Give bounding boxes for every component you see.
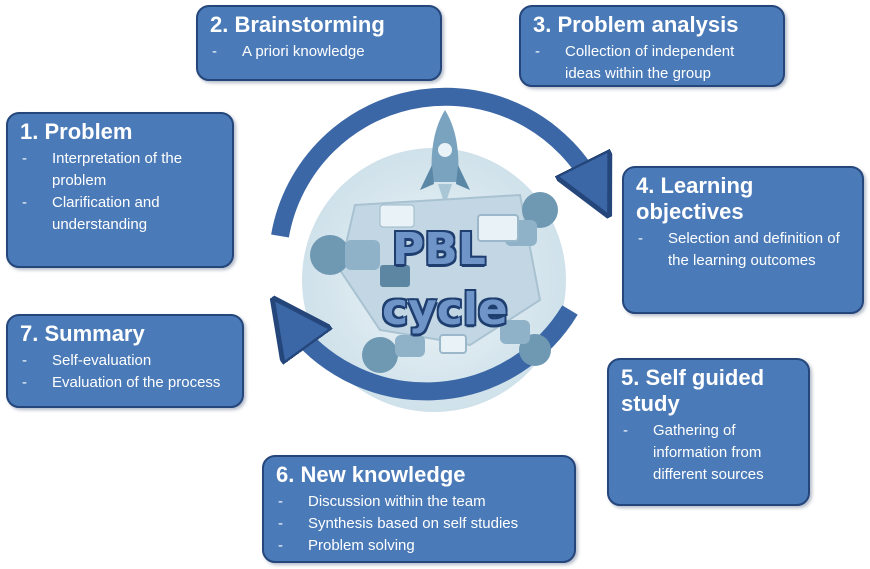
step-title: 1. Problem: [20, 119, 133, 144]
step-item: Self-evaluation: [20, 350, 232, 372]
step-item: Gathering of information from different …: [621, 420, 798, 486]
step-box-learning-objectives: 4. Learning objectives Selection and def…: [622, 166, 864, 314]
cycle-arrow-top: [271, 87, 596, 238]
step-box-new-knowledge: 6. New knowledge Discussion within the t…: [262, 455, 576, 563]
step-box-problem-analysis: 3. Problem analysis Collection of indepe…: [519, 5, 785, 87]
step-box-summary: 7. Summary Self-evaluation Evaluation of…: [6, 314, 244, 408]
step-item: Clarification and understanding: [20, 192, 222, 236]
step-box-self-guided-study: 5. Self guided study Gathering of inform…: [607, 358, 810, 506]
step-item: Interpretation of the problem: [20, 148, 222, 192]
center-label-line2: cycle: [382, 284, 508, 335]
step-title: 2. Brainstorming: [210, 12, 385, 37]
laptop-icon: [380, 214, 519, 354]
step-title: 3. Problem analysis: [533, 12, 739, 37]
step-item: Synthesis based on self studies: [276, 513, 564, 535]
step-item: Evaluation of the process: [20, 372, 232, 394]
center-label-line1: PBL: [392, 224, 486, 275]
step-item: Selection and definition of the learning…: [636, 228, 852, 272]
step-box-problem: 1. Problem Interpretation of the problem…: [6, 112, 234, 268]
step-title: 6. New knowledge: [276, 462, 466, 487]
rocket-icon: [420, 110, 470, 205]
step-item: A priori knowledge: [210, 41, 430, 63]
step-item: Collection of independent ideas within t…: [533, 41, 773, 85]
step-title: 4. Learning objectives: [636, 173, 754, 224]
step-item: Discussion within the team: [276, 491, 564, 513]
step-item: Problem solving: [276, 535, 564, 557]
step-title: 7. Summary: [20, 321, 145, 346]
step-box-brainstorming: 2. Brainstorming A priori knowledge: [196, 5, 442, 81]
step-title: 5. Self guided study: [621, 365, 765, 416]
